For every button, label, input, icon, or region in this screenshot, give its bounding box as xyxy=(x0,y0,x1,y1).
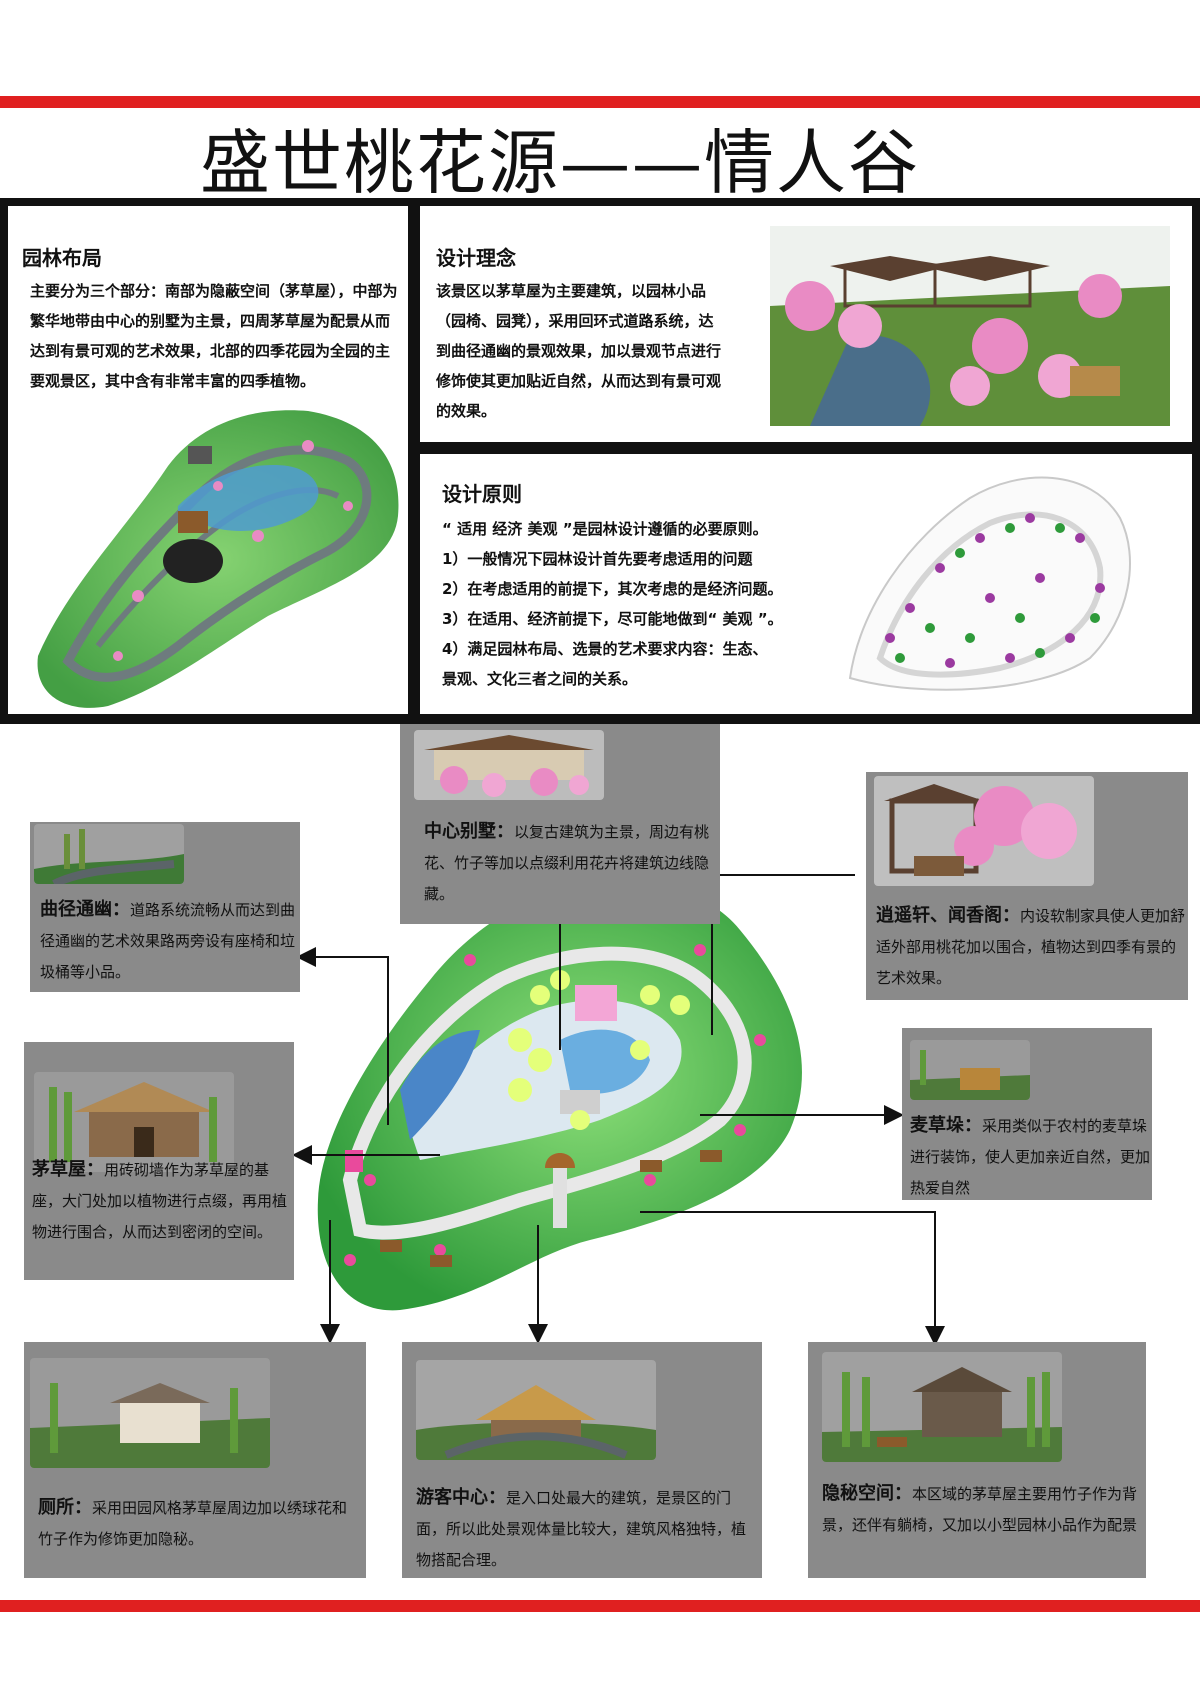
toilet-photo xyxy=(30,1358,270,1468)
haystack-title: 麦草垛： xyxy=(910,1115,982,1136)
card-haystack: 麦草垛：采用类似于农村的麦草垛进行装饰，使人更加亲近自然，更加热爱自然 xyxy=(902,1028,1152,1200)
toilet-body: 采用田园风格茅草屋周边加以绣球花和竹子作为修饰更加隐秘。 xyxy=(38,1499,348,1548)
concept-body: 该景区以茅草屋为主要建筑，以园林小品（园椅、园凳），采用回环式道路系统，达到曲径… xyxy=(436,282,722,420)
card-toilet: 厕所：采用田园风格茅草屋周边加以绣球花和竹子作为修饰更加隐秘。 xyxy=(24,1342,366,1578)
pavilion-title: 逍遥轩、闻香阁： xyxy=(876,905,1020,926)
pavilion-text: 逍遥轩、闻香阁：内设软制家具使人更加舒适外部用桃花加以围合，植物达到四季有景的艺… xyxy=(876,900,1186,994)
path-body: 道路系统流畅从而达到曲径通幽的艺术效果路两旁设有座椅和垃圾桶等小品。 xyxy=(40,901,296,981)
haystack-photo xyxy=(910,1040,1030,1100)
secret-text: 隐秘空间：本区域的茅草屋主要用竹子作为背景，还伴有躺椅，又加以小型园林小品作为配… xyxy=(822,1478,1142,1541)
visitor-photo xyxy=(416,1360,656,1460)
principle-heading: 设计原则 xyxy=(442,482,522,506)
card-visitor: 游客中心：是入口处最大的建筑，是景区的门面，所以此处景观体量比较大，建筑风格独特… xyxy=(402,1342,762,1578)
path-text: 曲径通幽：道路系统流畅从而达到曲径通幽的艺术效果路两旁设有座椅和垃圾桶等小品。 xyxy=(40,894,298,988)
villa-photo xyxy=(414,730,604,800)
principle-panel: 设计原则 “ 适用 经济 美观 ”是园林设计遵循的必要原则。 1）一般情况下园林… xyxy=(420,454,1192,714)
layout-heading: 园林布局 xyxy=(22,246,102,270)
visitor-text: 游客中心：是入口处最大的建筑，是景区的门面，所以此处景观体量比较大，建筑风格独特… xyxy=(416,1482,756,1576)
card-secret: 隐秘空间：本区域的茅草屋主要用竹子作为背景，还伴有躺椅，又加以小型园林小品作为配… xyxy=(808,1342,1146,1578)
villa-title: 中心别墅： xyxy=(424,821,514,842)
hut-body: 用砖砌墙作为茅草屋的基座，大门处加以植物进行点缀，再用植物进行围合，从而达到密闭… xyxy=(32,1161,288,1241)
path-title: 曲径通幽： xyxy=(40,899,130,920)
principle-planting-plan xyxy=(848,476,1131,691)
toilet-title: 厕所： xyxy=(38,1497,92,1518)
card-pavilion: 逍遥轩、闻香阁：内设软制家具使人更加舒适外部用桃花加以围合，植物达到四季有景的艺… xyxy=(866,772,1188,1000)
principle-line: 3）在适用、经济前提下，尽可能地做到“ 美观 ”。 xyxy=(442,610,783,628)
principle-line: 1）一般情况下园林设计首先要考虑适用的问题 xyxy=(442,550,753,568)
layout-body: 主要分为三个部分：南部为隐蔽空间（茅草屋），中部为繁华地带由中心的别墅为主景，四… xyxy=(30,282,398,390)
card-path: 曲径通幽：道路系统流畅从而达到曲径通幽的艺术效果路两旁设有座椅和垃圾桶等小品。 xyxy=(30,822,300,992)
pavilion-photo xyxy=(874,776,1094,886)
principle-line: 2）在考虑适用的前提下，其次考虑的是经济问题。 xyxy=(442,580,783,598)
villa-body: 以复古建筑为主景，周边有桃花、竹子等加以点缀利用花卉将建筑边线隐藏。 xyxy=(424,823,710,903)
secret-title: 隐秘空间： xyxy=(822,1483,912,1504)
central-site-plan xyxy=(317,882,802,1311)
page-title: 盛世桃花源——情人谷 xyxy=(200,122,920,204)
layout-panel: 园林布局 主要分为三个部分：南部为隐蔽空间（茅草屋），中部为繁华地带由中心的别墅… xyxy=(8,206,408,714)
path-photo xyxy=(34,824,184,884)
hut-text: 茅草屋：用砖砌墙作为茅草屋的基座，大门处加以植物进行点缀，再用植物进行围合，从而… xyxy=(32,1154,292,1248)
principle-line: 景观、文化三者之间的关系。 xyxy=(442,670,638,688)
bottom-accent-bar xyxy=(0,1600,1200,1612)
secret-photo xyxy=(822,1352,1062,1462)
principle-body: “ 适用 经济 美观 ”是园林设计遵循的必要原则。 1）一般情况下园林设计首先要… xyxy=(442,514,802,694)
card-villa: 中心别墅：以复古建筑为主景，周边有桃花、竹子等加以点缀利用花卉将建筑边线隐藏。 xyxy=(400,724,720,924)
pavilion-body: 内设软制家具使人更加舒适外部用桃花加以围合，植物达到四季有景的艺术效果。 xyxy=(876,907,1186,987)
hut-photo xyxy=(34,1072,234,1172)
toilet-text: 厕所：采用田园风格茅草屋周边加以绣球花和竹子作为修饰更加隐秘。 xyxy=(38,1492,358,1555)
layout-site-plan xyxy=(37,410,399,708)
concept-panel: 设计理念 该景区以茅草屋为主要建筑，以园林小品（园椅、园凳），采用回环式道路系统… xyxy=(420,206,1192,442)
haystack-body: 采用类似于农村的麦草垛进行装饰，使人更加亲近自然，更加热爱自然 xyxy=(910,1117,1151,1197)
visitor-title: 游客中心： xyxy=(416,1487,506,1508)
hut-title: 茅草屋： xyxy=(32,1159,104,1180)
top-accent-bar xyxy=(0,96,1200,108)
card-hut: 茅草屋：用砖砌墙作为茅草屋的基座，大门处加以植物进行点缀，再用植物进行围合，从而… xyxy=(24,1042,294,1280)
principle-line: 4）满足园林布局、选景的艺术要求内容：生态、 xyxy=(442,640,768,658)
villa-text: 中心别墅：以复古建筑为主景，周边有桃花、竹子等加以点缀利用花卉将建筑边线隐藏。 xyxy=(424,816,714,910)
secret-body: 本区域的茅草屋主要用竹子作为背景，还伴有躺椅，又加以小型园林小品作为配景 xyxy=(822,1485,1138,1534)
haystack-text: 麦草垛：采用类似于农村的麦草垛进行装饰，使人更加亲近自然，更加热爱自然 xyxy=(910,1110,1150,1204)
principle-line: “ 适用 经济 美观 ”是园林设计遵循的必要原则。 xyxy=(442,520,768,538)
visitor-body: 是入口处最大的建筑，是景区的门面，所以此处景观体量比较大，建筑风格独特，植物搭配… xyxy=(416,1489,747,1569)
concept-heading: 设计理念 xyxy=(436,246,516,270)
concept-render-image xyxy=(770,226,1170,426)
